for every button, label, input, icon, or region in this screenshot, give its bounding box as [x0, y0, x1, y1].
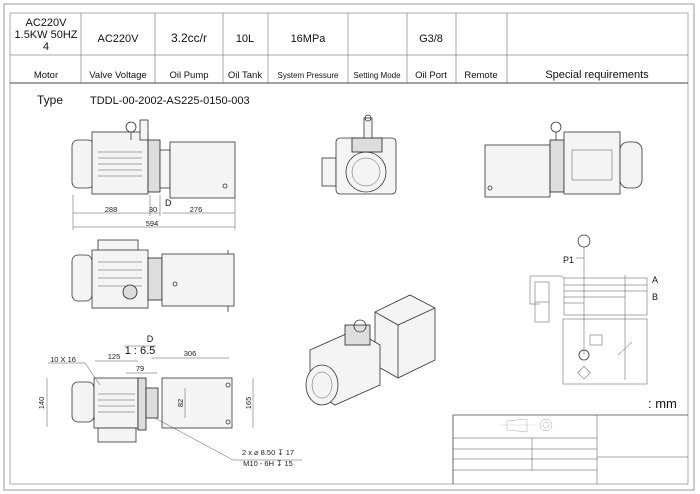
hydraulic-schematic	[529, 234, 648, 385]
type-value: TDDL-00-2002-AS225-0150-003	[90, 95, 250, 107]
type-label: Type	[37, 93, 63, 107]
dim-tank-length: 276	[190, 205, 203, 214]
dim-165: 165	[244, 397, 253, 410]
dim-total-length: 594	[146, 219, 159, 228]
header-oil-pump: Oil Pump	[169, 70, 208, 81]
front-view	[321, 114, 397, 195]
header-oil-tank: Oil Tank	[228, 70, 262, 81]
hole-note-2: M10 - 6H ↧ 15	[243, 459, 293, 468]
dim-82: 82	[176, 399, 185, 407]
oil-pump-value: 3.2cc/r	[171, 31, 207, 45]
detail-scale: 1 : 6.5	[125, 345, 156, 357]
port-b-label: B	[652, 292, 658, 302]
projection-symbol-icon	[500, 418, 553, 433]
detail-title: D	[147, 334, 154, 344]
isometric-view	[305, 294, 436, 406]
header-motor: Motor	[34, 70, 58, 81]
header-system-pressure: System Pressure	[278, 71, 339, 80]
hole-note-1: 2 x ⌀ 8.50 ↧ 17	[242, 448, 294, 457]
title-block	[452, 414, 688, 484]
dim-79: 79	[136, 364, 144, 373]
side-view-dimensions	[72, 195, 236, 230]
dim-slot: 10 X 16	[50, 355, 76, 364]
motor-voltage: AC220V	[26, 17, 68, 29]
header-remote: Remote	[464, 70, 497, 81]
gauge-label: P1	[563, 255, 574, 265]
port-a-label: A	[652, 275, 658, 285]
oil-port-value: G3/8	[419, 33, 443, 45]
header-setting-mode: Setting Mode	[353, 71, 401, 80]
dim-gap: 30	[149, 205, 157, 214]
dim-motor-length: 288	[105, 205, 118, 214]
motor-poles: 4	[43, 41, 49, 53]
dim-125: 125	[108, 352, 121, 361]
header-valve-voltage: Valve Voltage	[89, 70, 146, 81]
spec-table: AC220V 1.5KW 50HZ 4 AC220V 3.2cc/r 10L 1…	[10, 13, 688, 84]
units-label: : mm	[648, 396, 677, 411]
valve-voltage-value: AC220V	[98, 33, 140, 45]
side-view	[71, 119, 236, 199]
pressure-gauge-icon	[577, 234, 591, 248]
system-pressure-value: 16MPa	[291, 33, 327, 45]
header-special-requirements: Special requirements	[545, 69, 649, 81]
inner-frame	[9, 12, 689, 485]
detail-view-dimensions	[46, 345, 302, 461]
oil-tank-value: 10L	[236, 33, 254, 45]
dim-306: 306	[184, 349, 197, 358]
view-marker-d: D	[165, 198, 172, 208]
dim-140: 140	[37, 397, 46, 410]
rear-view	[484, 121, 643, 198]
detail-view	[71, 377, 233, 443]
motor-power: 1.5KW 50HZ	[15, 29, 78, 41]
outer-frame	[3, 3, 695, 491]
header-oil-port: Oil Port	[415, 70, 447, 81]
top-view	[71, 239, 235, 312]
